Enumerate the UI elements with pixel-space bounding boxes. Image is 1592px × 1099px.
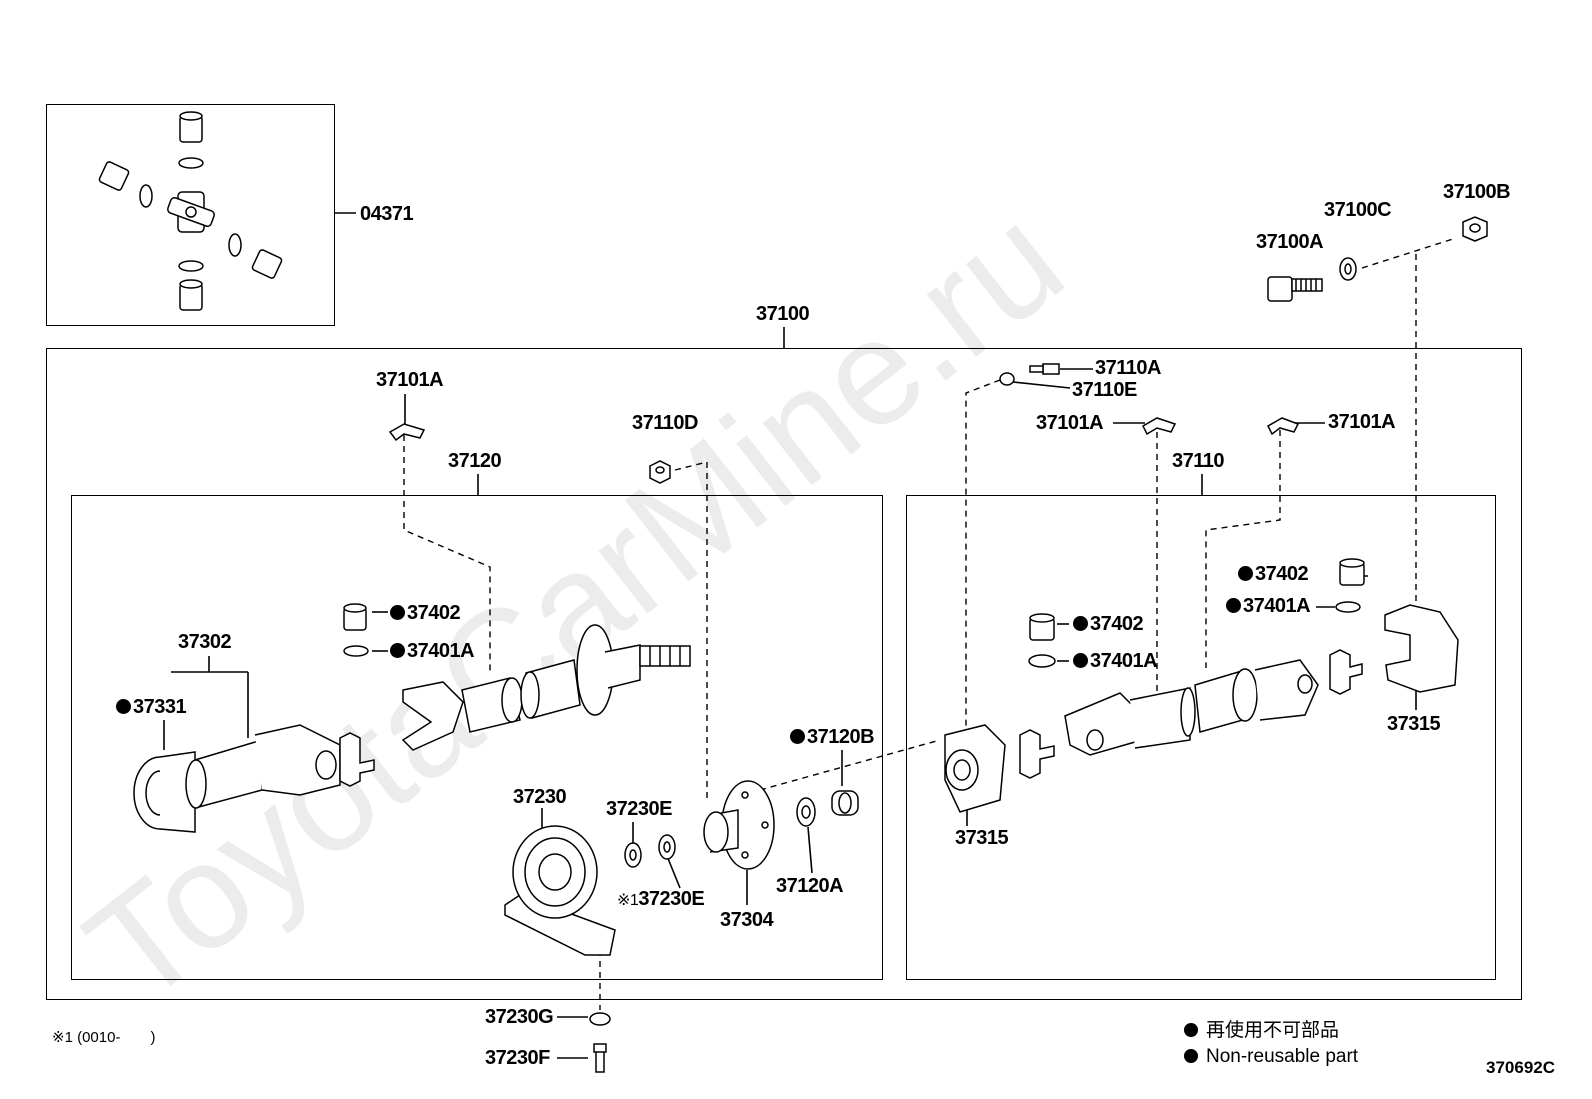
label-37110E: 37110E [1072,379,1137,401]
label-37100A: 37100A [1256,231,1324,253]
label-37230G: 37230G [485,1006,554,1028]
shaft-37110-drawing [944,558,1459,813]
non-reusable-dot-icon [790,729,805,744]
label-37302: 37302 [178,631,232,653]
center-bearing-drawing [504,825,676,1073]
non-reusable-dot-icon [1238,566,1253,581]
label-37230: 37230 [513,786,567,808]
label-37230F: 37230F [485,1047,550,1069]
legend-en: Non-reusable part [1184,1047,1358,1066]
label-37110: 37110 [1172,450,1225,472]
label-37100B: 37100B [1443,181,1511,203]
figure-code: 370692C [1486,1058,1556,1077]
label-37315-left: 37315 [955,827,1009,849]
dashed-guides [403,237,1457,1010]
leader-lines [163,212,1417,1059]
label-37110A: 37110A [1095,357,1161,379]
non-reusable-dot-icon [390,605,405,620]
non-reusable-dot-icon [116,699,131,714]
label-37120B: 37120B [790,727,875,747]
label-37304: 37304 [720,909,774,931]
label-04371: 04371 [360,203,414,225]
non-reusable-dot-icon [1073,616,1088,631]
top-hardware-drawing [388,363,1300,484]
label-37230E-b: ※137230E [617,888,705,910]
non-reusable-dot-icon [390,643,405,658]
label-37101A-right: 37101A [1328,411,1396,433]
bolt-group-drawing [1267,216,1488,302]
label-37120: 37120 [448,450,502,472]
label-37401A-right: 37401A [1226,596,1311,616]
label-37120A: 37120A [776,875,844,897]
label-37101A-left: 37101A [376,369,444,391]
label-37401A-left: 37401A [390,641,475,661]
shaft-37120-drawing [133,603,691,833]
label-37402-right: 37402 [1238,564,1309,584]
label-37331: 37331 [116,697,187,717]
label-37402-left: 37402 [390,603,461,623]
non-reusable-dot-icon [1226,598,1241,613]
label-37402-mid: 37402 [1073,614,1144,634]
label-37100C: 37100C [1324,199,1392,221]
non-reusable-dot-icon [1184,1049,1198,1063]
footnote: ※1 (0010- ) [52,1029,156,1046]
non-reusable-dot-icon [1184,1023,1198,1037]
label-37101A-mid: 37101A [1036,412,1104,434]
legend-jp: 再使用不可部品 [1184,1021,1339,1040]
label-37100: 37100 [756,303,810,325]
label-37401A-mid: 37401A [1073,651,1158,671]
kit-04371-drawing [98,111,283,311]
kit-04371-box [46,104,335,326]
label-37315-right: 37315 [1387,713,1441,735]
shaft-37110-box [906,495,1496,980]
assembly-37100-box [46,348,1522,1000]
shaft-37120-box [71,495,883,980]
flange-37304-drawing [703,780,859,870]
label-37230E-a: 37230E [606,798,672,820]
label-37110D: 37110D [632,412,698,434]
non-reusable-dot-icon [1073,653,1088,668]
